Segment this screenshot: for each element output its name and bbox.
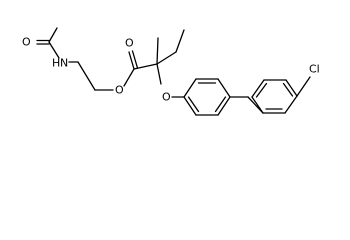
amide-hydrogen-label: H bbox=[52, 57, 60, 70]
chlorine-label: Cl bbox=[309, 63, 320, 76]
bond-ester-c-quat-c bbox=[133, 63, 158, 70]
bond-quat-c-ethyl bbox=[156, 51, 177, 65]
chlorophenyl-ring bbox=[251, 79, 298, 114]
bond-ethyl-ch2-ch3 bbox=[175, 29, 185, 53]
bond-quat-c-methyl bbox=[156, 37, 159, 65]
bond-ch2-ch2 bbox=[77, 61, 96, 91]
structure-canvas: O N H O O O Cl bbox=[22, 27, 320, 116]
bond-quat-c-ether-o bbox=[156, 63, 162, 85]
phenoxy-ring bbox=[183, 78, 231, 116]
carbonyl-oxygen-label: O bbox=[125, 37, 134, 50]
amide-nitrogen-label: N bbox=[60, 57, 68, 70]
chemical-structure: O N H O O O Cl bbox=[22, 27, 320, 116]
bond-ring-cl bbox=[296, 76, 311, 97]
bond-ester-o-c bbox=[123, 68, 135, 87]
ether-oxygen-label: O bbox=[162, 91, 171, 104]
bond-carbonyl-1 bbox=[128, 51, 135, 70]
ester-oxygen-label: O bbox=[115, 84, 124, 97]
bond-acetyl-c-methyl bbox=[48, 27, 58, 43]
bond-carbonyl-2 bbox=[131, 50, 139, 69]
acetyl-oxygen-label: O bbox=[22, 36, 31, 49]
bond-acetyl-c-n bbox=[48, 41, 60, 59]
